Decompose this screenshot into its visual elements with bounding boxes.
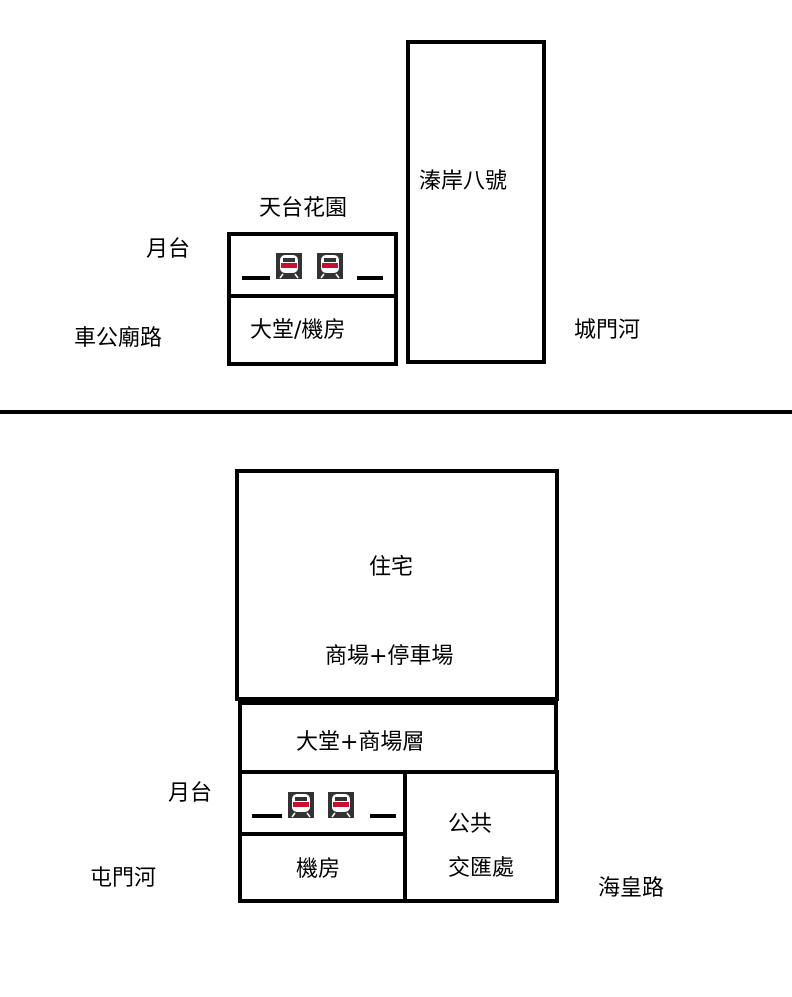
train-icon [317,253,343,279]
top-platform-label: 月台 [146,237,191,262]
plant-room-label: 機房 [296,857,341,882]
river-label: 城門河 [574,318,641,343]
tower-block [406,40,546,364]
residential-label: 住宅 [369,555,414,580]
lobby-mall-box [238,701,558,776]
roof-garden-label: 天台花園 [259,196,348,221]
lobby-mall-label: 大堂+商場層 [296,730,425,755]
train-icon [276,253,302,279]
train-icon [328,792,354,818]
bottom-platform-box [238,770,410,836]
section-divider [0,410,792,414]
top-lobby-label: 大堂/機房 [250,318,346,343]
pti-label-line1: 公共 [448,812,493,837]
top-lobby-box [227,294,398,366]
bottom-river-label: 屯門河 [90,866,157,891]
residential-block [235,469,559,701]
bottom-road-label: 海皇路 [598,876,665,901]
top-platform-box [227,232,398,298]
pti-box [403,770,559,903]
top-track-right [357,276,383,280]
mall-parking-label: 商場+停車場 [325,644,454,669]
bottom-track-right [370,814,396,818]
tower-label: 溱岸八號 [419,169,508,194]
top-track-left [242,276,270,280]
pti-label-line2: 交匯處 [448,856,515,881]
bottom-platform-label: 月台 [168,781,213,806]
road-label: 車公廟路 [74,326,163,351]
bottom-track-left [252,814,282,818]
train-icon [288,792,314,818]
